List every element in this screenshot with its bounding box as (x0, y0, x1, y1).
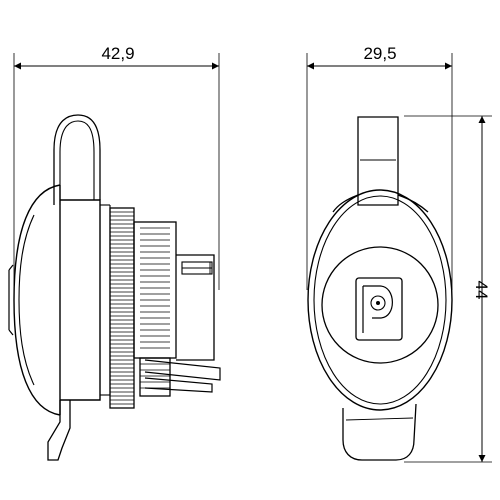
front-width-label: 29,5 (363, 44, 396, 63)
lower-nut (139, 357, 171, 397)
threaded-body (133, 221, 177, 359)
cover-face (321, 246, 439, 364)
pin-lower (144, 377, 213, 393)
hinge-strap (357, 116, 399, 206)
knurl-lines (110, 211, 134, 405)
lower-nut-lines (140, 363, 170, 389)
front-outer-oval (307, 189, 453, 411)
hinge-loop-outer (53, 114, 101, 205)
side-view: 42,9 (8, 44, 221, 461)
cover-dome-outer (13, 184, 61, 416)
thread-lines (140, 227, 170, 349)
side-width-label: 42,9 (101, 44, 134, 63)
shoulder-right (397, 194, 429, 213)
cover-dome-inner (18, 214, 35, 386)
flange-body (60, 199, 101, 401)
rear-housing (176, 254, 215, 361)
phoenix-logo-icon (355, 277, 403, 341)
front-inner-oval (313, 195, 447, 405)
hinge-loop-inner (59, 120, 95, 205)
pin-upper (144, 359, 221, 381)
front-bottom-tab (342, 403, 417, 461)
shoulder-left (332, 194, 359, 213)
bottom-tab (47, 400, 71, 461)
front-tab-edge (345, 417, 414, 421)
cover-lip-edges (8, 264, 14, 336)
front-height-label: 44 (472, 281, 491, 300)
front-view: 29,5 44 (306, 44, 492, 463)
